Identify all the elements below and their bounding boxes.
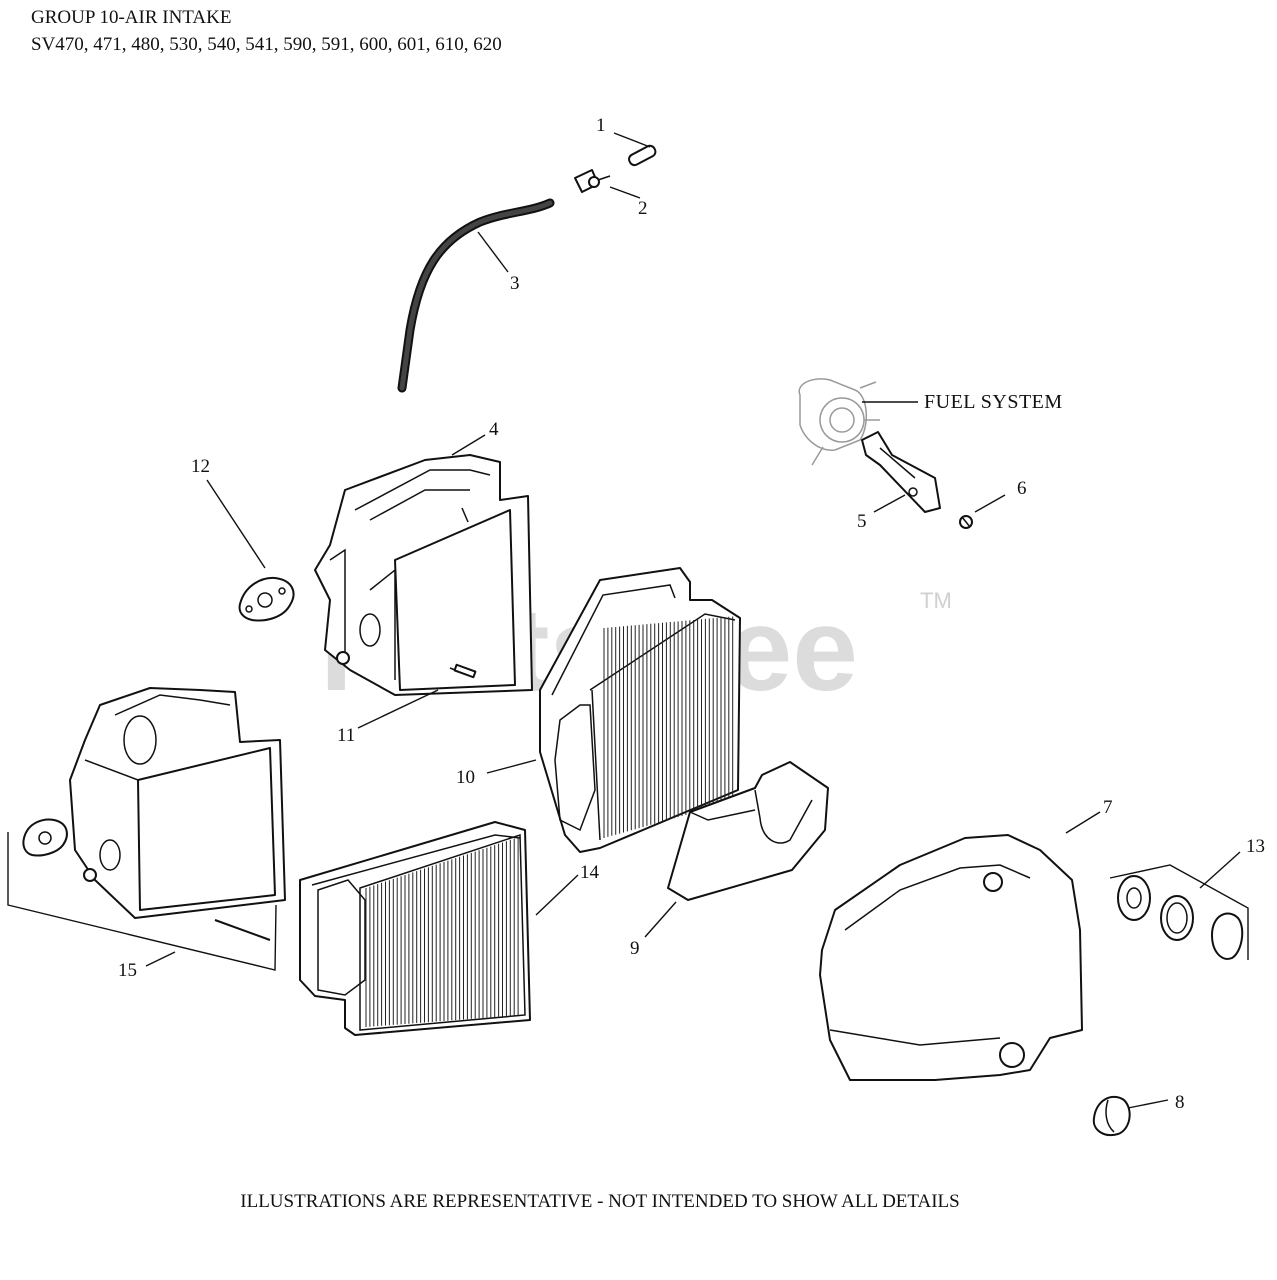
callout-15: 15 xyxy=(118,960,137,981)
part-2-clip[interactable] xyxy=(574,169,611,193)
part-3-hose[interactable] xyxy=(397,198,555,393)
callout-3: 3 xyxy=(510,273,520,294)
part-10-pleats xyxy=(603,616,734,838)
callout-7: 7 xyxy=(1103,797,1113,818)
callout-13: 13 xyxy=(1246,836,1265,857)
callout-2: 2 xyxy=(638,198,648,219)
callout-9: 9 xyxy=(630,938,640,959)
disclaimer-footer: ILLUSTRATIONS ARE REPRESENTATIVE - NOT I… xyxy=(240,1191,960,1212)
model-list: SV470, 471, 480, 530, 540, 541, 590, 591… xyxy=(31,34,502,55)
part-4-base[interactable] xyxy=(314,454,533,696)
callout-14: 14 xyxy=(580,862,600,883)
part-7-cover[interactable] xyxy=(819,834,1083,1081)
leader-lines xyxy=(145,132,1241,1109)
callout-12: 12 xyxy=(191,456,210,477)
callout-10: 10 xyxy=(456,767,475,788)
callout-5: 5 xyxy=(857,511,867,532)
fuel-pump-reference xyxy=(798,378,880,466)
callout-6: 6 xyxy=(1017,478,1027,499)
part-6-screw[interactable] xyxy=(959,515,973,529)
callout-8: 8 xyxy=(1175,1092,1185,1113)
diagram-title: GROUP 10-AIR INTAKE xyxy=(31,7,232,28)
callout-11: 11 xyxy=(337,725,355,746)
part-14-filter-element[interactable] xyxy=(299,821,531,1036)
part-1-pin[interactable] xyxy=(627,144,657,167)
callout-1: 1 xyxy=(596,115,606,136)
callout-4: 4 xyxy=(489,419,499,440)
part-8-knob[interactable] xyxy=(1092,1095,1131,1136)
watermark-trademark: TM xyxy=(920,588,952,613)
part-12-gasket[interactable] xyxy=(238,576,295,622)
part-15-base-assembly[interactable] xyxy=(7,687,286,971)
part-13-hardware[interactable] xyxy=(1109,864,1249,960)
part-9-precleaner[interactable] xyxy=(667,761,829,901)
fuel-system-label: FUEL SYSTEM xyxy=(924,391,1063,413)
part-5-bracket[interactable] xyxy=(861,431,941,513)
